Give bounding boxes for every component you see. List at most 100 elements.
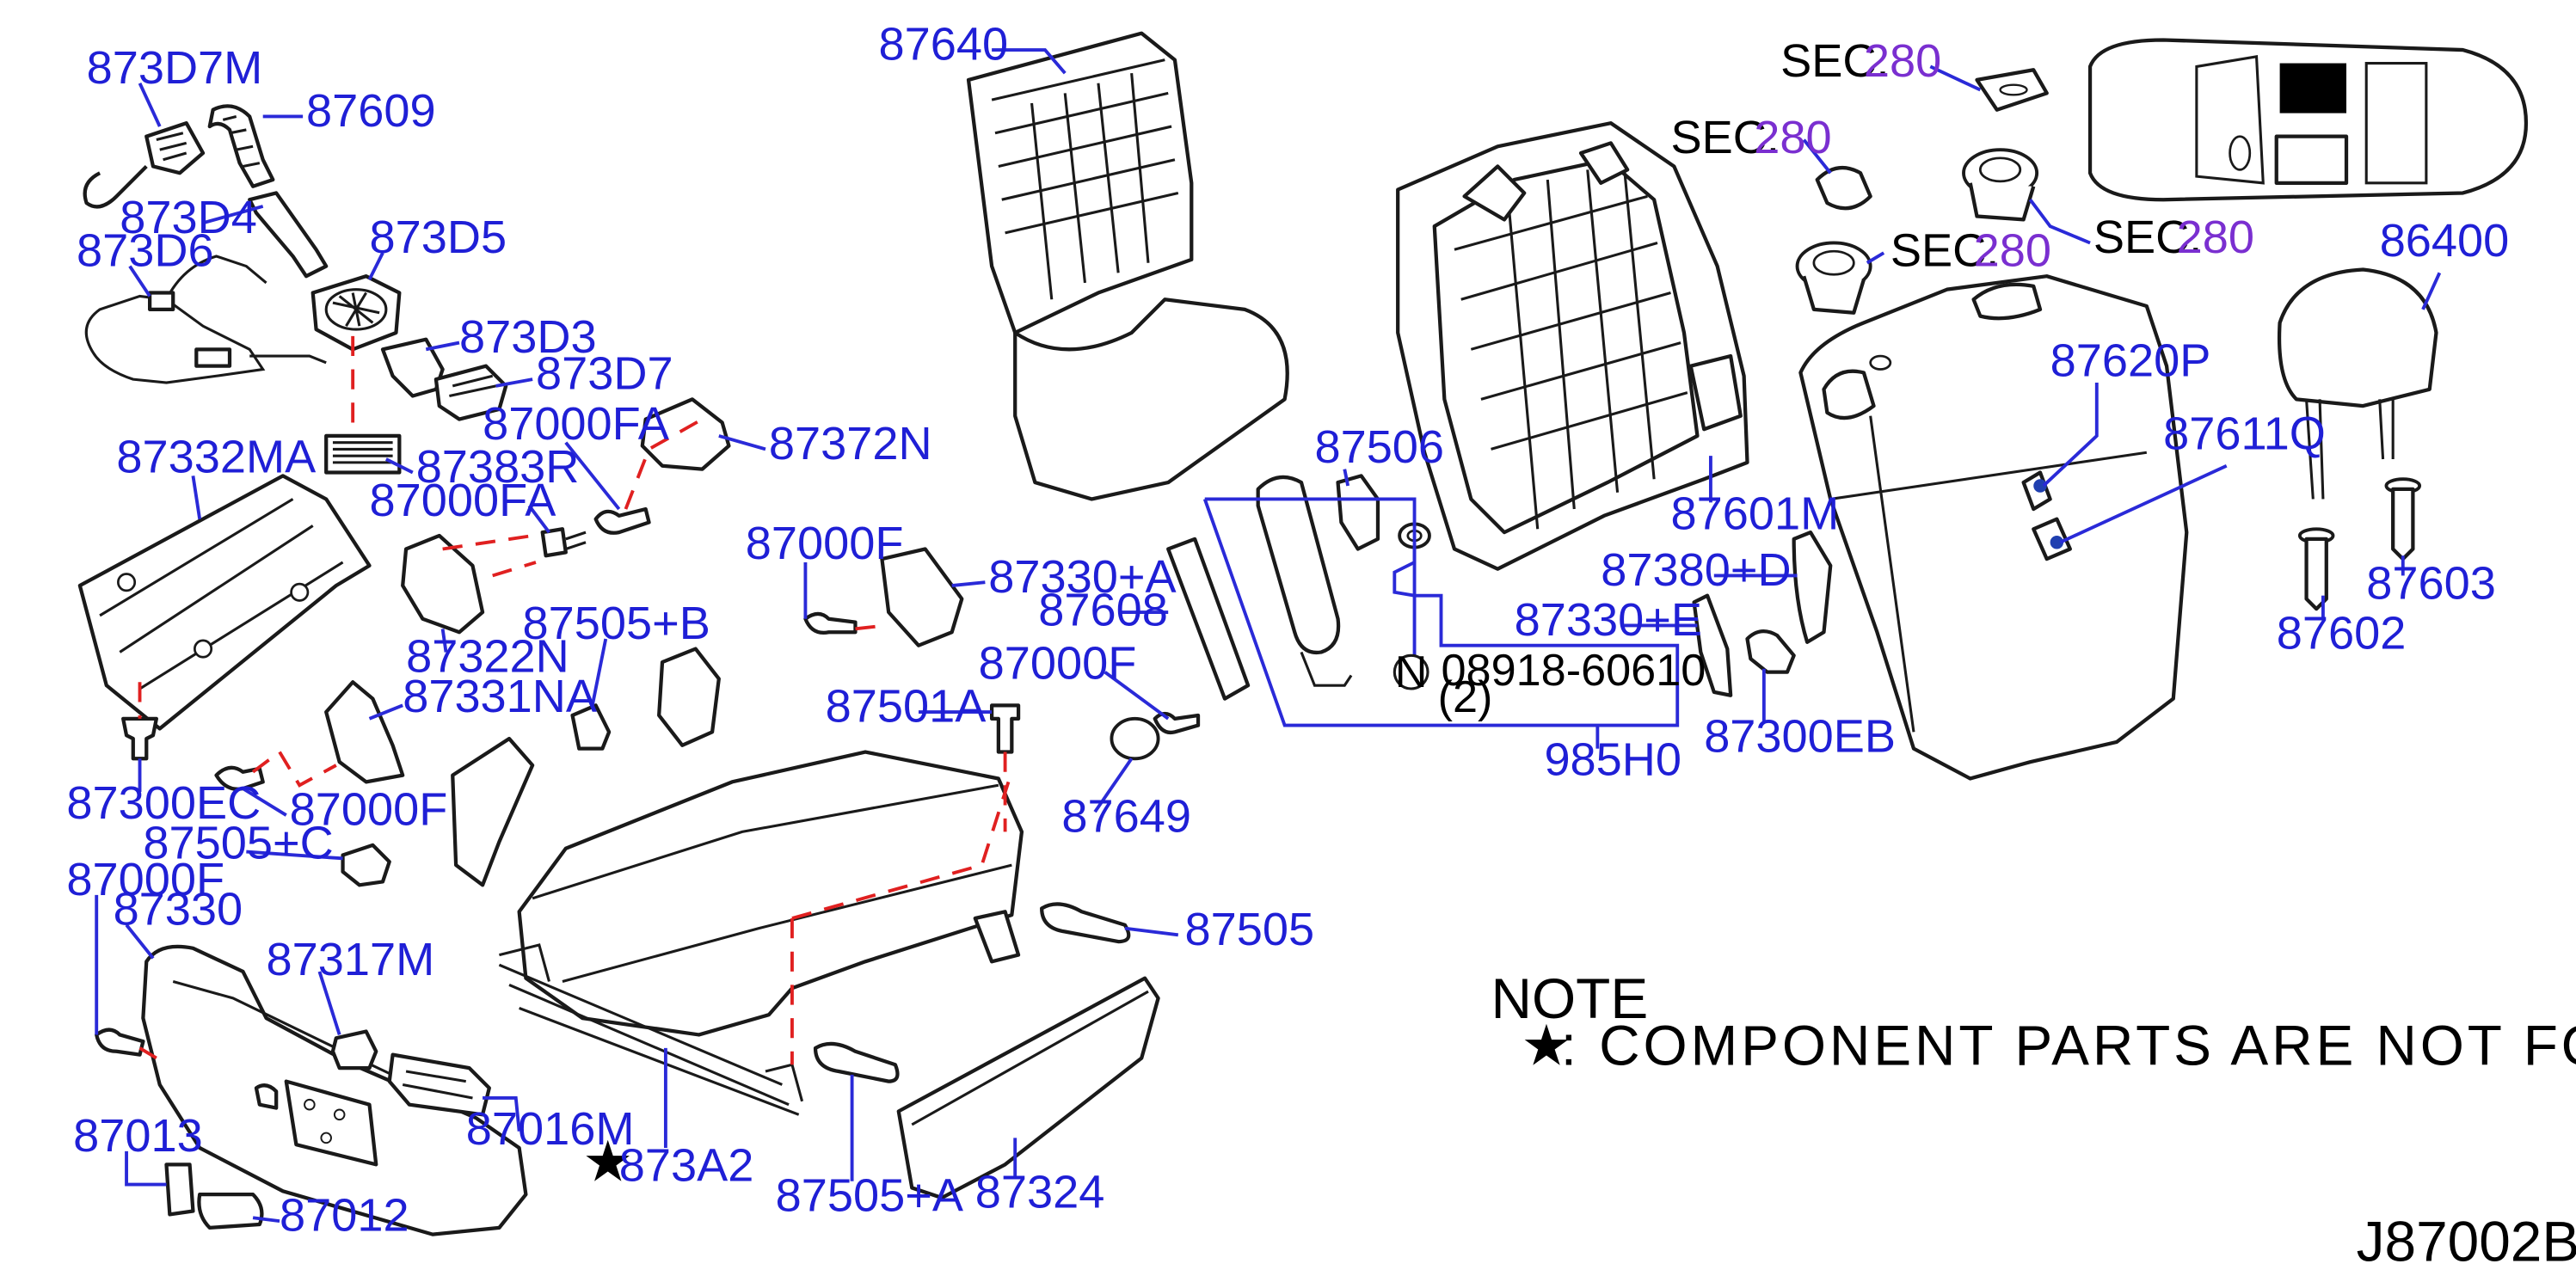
- part-87000f-screw-trim: [95, 1028, 145, 1057]
- part-87505a-cap: [813, 1041, 900, 1083]
- part-sec280-cap-a: [1975, 68, 2049, 112]
- label-87380d: 87380+D: [1601, 544, 1791, 596]
- dash-cushion: [790, 781, 1011, 1065]
- part-87324-front-trim: [896, 976, 1160, 1200]
- label-86400: 86400: [2380, 215, 2510, 267]
- label-08918-qty: (2): [1438, 672, 1493, 722]
- label-87602: 87602: [2277, 608, 2407, 659]
- label-87640: 87640: [879, 19, 1009, 71]
- label-87330a: 87330+A: [988, 551, 1177, 603]
- label-87000fa-upper: 87000FA: [483, 398, 670, 450]
- label-87372n: 87372N: [769, 418, 932, 469]
- leader-lines: [95, 48, 2442, 1224]
- label-873a2: 873A2: [619, 1140, 754, 1192]
- part-87383r-filter: [324, 433, 402, 475]
- part-87640-back-board: [966, 31, 1289, 501]
- label-87000f-lower: 87000F: [290, 784, 448, 836]
- part-87000f-bolt-c: [803, 611, 858, 635]
- label-87506: 87506: [1314, 421, 1444, 473]
- dash-trim-screw: [138, 1046, 157, 1060]
- part-sec280-knob-a: [1962, 148, 2039, 222]
- note-star: ★: [1521, 1013, 1571, 1077]
- label-87649: 87649: [1061, 790, 1191, 842]
- part-sec280-cap-b: [1815, 165, 1872, 211]
- label-87601m: 87601M: [1670, 488, 1839, 539]
- label-873d6: 873D6: [77, 225, 214, 277]
- nut-n-marker: N: [1393, 647, 1429, 697]
- dash-87331na: [251, 749, 337, 788]
- label-87501a: 87501A: [826, 681, 987, 733]
- label-87332ma: 87332MA: [116, 431, 317, 482]
- part-87330-side-trim: [141, 944, 528, 1236]
- sec-ref-3-word: SEC.: [1891, 225, 1999, 277]
- label-87000f-upper: 87000F: [746, 518, 904, 569]
- note-heading: NOTE: [1491, 966, 1649, 1030]
- note-text: : COMPONENT PARTS ARE NOT FOR SALE.: [1561, 1013, 2576, 1077]
- part-87300eb-clip: [1745, 629, 1796, 674]
- label-87620p: 87620P: [2050, 334, 2211, 386]
- label-87317m: 87317M: [267, 934, 435, 985]
- label-87000f-trim: 87000F: [66, 854, 224, 905]
- part-873d4-hose: [248, 191, 329, 279]
- label-87013: 87013: [73, 1110, 203, 1162]
- label-87000fa-lower: 87000FA: [370, 475, 557, 526]
- part-87012-knob: [197, 1193, 264, 1230]
- part-87602-guide: [2297, 527, 2335, 611]
- part-87603-guide: [2384, 477, 2422, 561]
- part-87016m-switch: [387, 1052, 491, 1117]
- label-87012: 87012: [280, 1190, 409, 1242]
- part-87330a-cover: [880, 547, 964, 647]
- part-87331na-bracket: [324, 680, 405, 784]
- sec-ref-1-number: 280: [1864, 35, 1941, 87]
- marker-87620p: [2033, 479, 2047, 493]
- label-87505: 87505: [1185, 904, 1315, 955]
- label-873d4: 873D4: [120, 192, 257, 243]
- label-87603: 87603: [2366, 558, 2496, 610]
- label-87505b: 87505+B: [523, 598, 710, 649]
- label-87300ec: 87300EC: [66, 777, 261, 829]
- part-87649-cap: [1110, 716, 1160, 761]
- part-873d6-wire-harness: [84, 255, 327, 384]
- sec-ref-4-number: 280: [2177, 212, 2254, 263]
- part-87601m-back-frame: [1396, 121, 1749, 571]
- part-87013-knob: [164, 1163, 195, 1217]
- label-87016m: 87016M: [466, 1103, 635, 1155]
- part-seat-cushion: [517, 750, 1024, 1037]
- sec-ref-1-word: SEC.: [1780, 35, 1889, 87]
- label-873d7: 873D7: [536, 348, 673, 400]
- label-87608: 87608: [1038, 584, 1168, 635]
- part-87000fa-screw-b: [593, 506, 651, 535]
- part-sec280-knob-b: [1795, 241, 1872, 315]
- label-08918-60610: 08918-60610: [1441, 646, 1706, 696]
- label-87330: 87330: [114, 884, 243, 936]
- marker-87611q: [2050, 536, 2064, 549]
- label-87609: 87609: [306, 85, 436, 137]
- label-87300eb: 87300EB: [1704, 711, 1896, 763]
- label-985h0: 985H0: [1544, 734, 1681, 786]
- part-airbag-module: [1256, 475, 1353, 687]
- part-labels: 873D7M 87609 873D4 873D6 873D5 873D3 873…: [66, 19, 2576, 1273]
- sec-ref-4-word: SEC.: [2093, 212, 2202, 263]
- diagram-code: J87002BN: [2357, 1210, 2576, 1273]
- label-873d5: 873D5: [370, 212, 507, 263]
- part-87501a-bolt: [989, 703, 1021, 754]
- part-87317m-knob: [330, 1029, 378, 1070]
- label-87322n: 87322N: [406, 631, 569, 683]
- sec-ref-3-number: 280: [1974, 225, 2051, 277]
- seat-location-marker: [2279, 63, 2347, 113]
- dash-87322n: [442, 534, 537, 578]
- part-seat-frame-873a2: [451, 647, 1021, 1116]
- part-873d5-fan: [310, 274, 402, 352]
- not-for-sale-star-873a2: ★: [582, 1130, 633, 1193]
- label-87505c: 87505+C: [143, 817, 333, 868]
- label-873d7m: 873D7M: [87, 42, 263, 94]
- part-873d7m-duct: [83, 121, 206, 209]
- part-873d7-connector: [433, 364, 508, 421]
- part-87000f-screw-d: [1153, 711, 1201, 735]
- part-87330e-trim: [1692, 593, 1733, 697]
- dash-87372n: [624, 417, 704, 510]
- part-seat-back-cover: [1798, 274, 2189, 781]
- part-87505c-clip: [341, 843, 391, 887]
